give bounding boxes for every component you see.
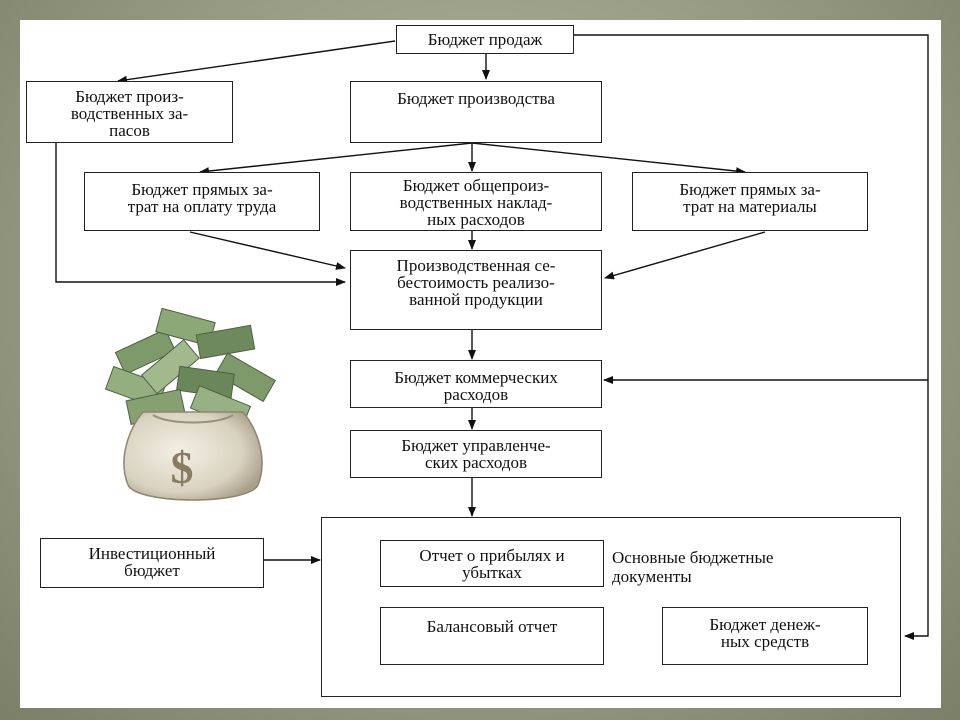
balance-sheet-label: Балансовый отчет xyxy=(426,617,558,636)
overhead-budget-label: Бюджет общепроиз- водственных наклад- ны… xyxy=(399,176,553,229)
admin-expenses-budget-label: Бюджет управленче- ских расходов xyxy=(401,436,551,472)
arrow-sales-to-stock xyxy=(117,40,396,84)
direct-labor-budget-box: Бюджет прямых за- трат на оплату труда xyxy=(84,172,320,231)
arrow-materials-to-cogs xyxy=(604,231,766,280)
admin-expenses-budget-box: Бюджет управленче- ских расходов xyxy=(350,430,602,478)
main-documents-caption: Основные бюджетные документы xyxy=(612,548,774,586)
production-budget-box: Бюджет производства xyxy=(350,81,602,143)
dollar-bills-icon xyxy=(104,307,276,430)
dollar-sign: $ xyxy=(171,442,194,493)
balance-sheet-box: Балансовый отчет xyxy=(380,607,604,665)
cash-budget-box: Бюджет денеж- ных средств xyxy=(662,607,868,665)
income-statement-label: Отчет о прибылях и убытках xyxy=(419,546,565,582)
arrow-prod-to-labor xyxy=(199,142,473,176)
direct-materials-budget-label: Бюджет прямых за- трат на материалы xyxy=(679,180,821,216)
cogs-box: Производственная се- бестоимость реализо… xyxy=(350,250,602,330)
arrow-labor-to-cogs xyxy=(189,231,346,270)
sales-budget-box: Бюджет продаж xyxy=(396,25,574,54)
production-stock-budget-box: Бюджет произ- водственных за- пасов xyxy=(26,81,233,143)
arrow-sales-to-cash xyxy=(574,34,929,640)
direct-materials-budget-box: Бюджет прямых за- трат на материалы xyxy=(632,172,868,231)
production-budget-label: Бюджет производства xyxy=(397,89,555,108)
investment-budget-box: Инвестиционный бюджет xyxy=(40,538,264,588)
cogs-label: Производственная се- бестоимость реализо… xyxy=(396,256,556,309)
overhead-budget-box: Бюджет общепроиз- водственных наклад- ны… xyxy=(350,172,602,231)
money-bag-icon: $ xyxy=(104,307,276,501)
direct-labor-budget-label: Бюджет прямых за- трат на оплату труда xyxy=(127,180,277,216)
production-stock-budget-label: Бюджет произ- водственных за- пасов xyxy=(70,87,189,140)
selling-expenses-budget-label: Бюджет коммерческих расходов xyxy=(394,368,558,404)
arrow-prod-to-materials xyxy=(471,142,746,176)
income-statement-box: Отчет о прибылях и убытках xyxy=(380,540,604,587)
arrow-stock-to-cogs xyxy=(55,143,346,286)
cash-budget-label: Бюджет денеж- ных средств xyxy=(709,615,821,651)
investment-budget-label: Инвестиционный бюджет xyxy=(88,544,216,580)
sales-budget-label: Бюджет продаж xyxy=(427,30,543,49)
selling-expenses-budget-box: Бюджет коммерческих расходов xyxy=(350,360,602,408)
